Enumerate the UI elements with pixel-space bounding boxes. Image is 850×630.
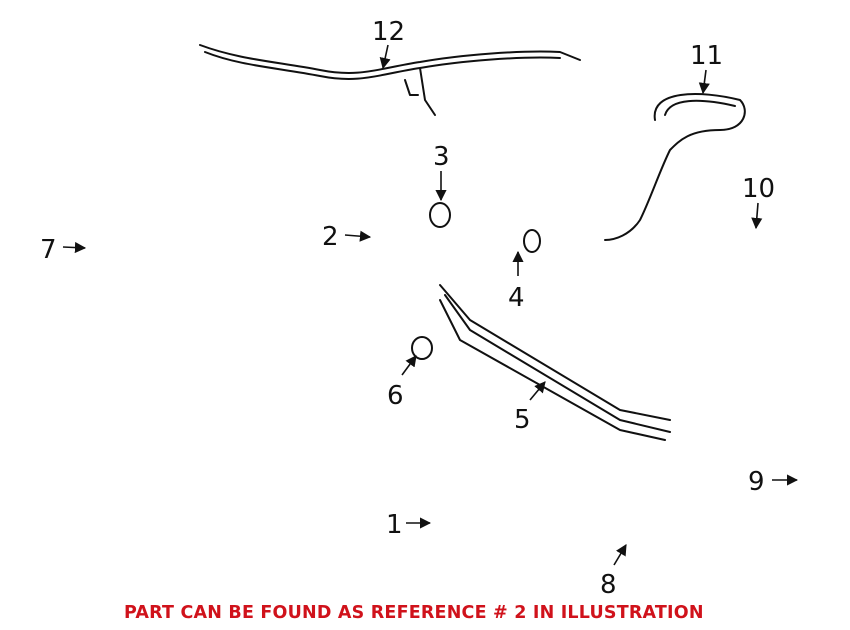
callout-leaders (62, 44, 799, 566)
part-6-clamp (411, 336, 433, 360)
callout-12: 12 (372, 17, 405, 47)
callout-5: 5 (514, 405, 531, 435)
callout-3: 3 (433, 142, 450, 172)
callout-9: 9 (748, 467, 765, 497)
part-9-hose (589, 384, 814, 554)
part-5-pipes (439, 284, 671, 441)
part-3-clamp (429, 202, 451, 228)
part-12-pipe (199, 44, 581, 116)
part-2-hose (291, 195, 419, 344)
callout-2: 2 (322, 222, 339, 252)
part-10-hose (644, 9, 842, 351)
part-8-hose (579, 504, 807, 621)
part-7-hose (4, 43, 246, 466)
callout-11: 11 (690, 41, 723, 71)
part-4-connector (477, 207, 541, 253)
callout-8: 8 (600, 570, 617, 600)
callout-4: 4 (508, 283, 525, 313)
callout-7: 7 (40, 235, 57, 265)
reference-note: PART CAN BE FOUND AS REFERENCE # 2 IN IL… (124, 603, 704, 623)
callout-6: 6 (387, 381, 404, 411)
callout-10: 10 (742, 174, 775, 204)
part-11-pipe (604, 93, 746, 241)
callout-1: 1 (386, 510, 403, 540)
part-1-hose (430, 467, 499, 571)
